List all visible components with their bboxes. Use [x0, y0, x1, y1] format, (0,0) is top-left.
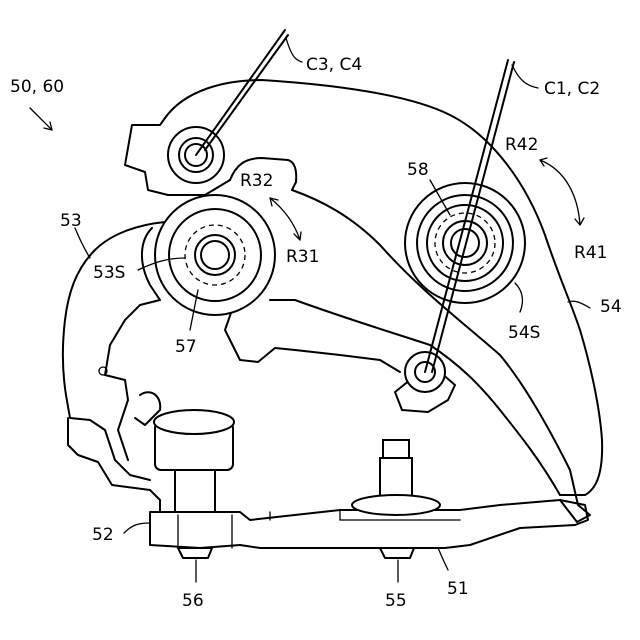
- foot-55: [380, 548, 414, 558]
- label-r41: R41: [574, 243, 607, 263]
- leader-c1c2: [512, 65, 538, 88]
- label-c1c2: C1, C2: [544, 79, 600, 99]
- roller-56-top: [154, 410, 234, 434]
- post-56-stem: [175, 470, 215, 512]
- post-55-base: [352, 495, 440, 515]
- rod-c3c4: [196, 30, 285, 155]
- gear-57-outer: [155, 195, 275, 315]
- gear-58-outer: [405, 183, 525, 303]
- rod-c3c4-b: [205, 35, 288, 150]
- label-r31: R31: [286, 247, 319, 267]
- leader-50-60: [30, 108, 52, 130]
- label-57: 57: [175, 337, 197, 357]
- label-r42: R42: [505, 135, 538, 155]
- bracket-52: [68, 418, 160, 512]
- post-55-top: [383, 440, 409, 458]
- label-55: 55: [385, 591, 407, 611]
- arm-53-outline: [63, 222, 165, 480]
- label-53: 53: [60, 211, 82, 231]
- leader-54s: [515, 283, 522, 312]
- label-53s: 53S: [93, 263, 125, 283]
- label-54s: 54S: [508, 323, 540, 343]
- label-r32: R32: [240, 171, 273, 191]
- arrow-r41-r42: [540, 160, 580, 225]
- label-54: 54: [600, 297, 622, 317]
- leader-52: [124, 523, 150, 533]
- base-plate-inner: [178, 510, 460, 548]
- label-c3c4: C3, C4: [306, 55, 362, 75]
- label-52: 52: [92, 525, 114, 545]
- leader-53: [75, 228, 90, 258]
- leader-c3c4: [286, 38, 302, 62]
- arrow-r31-r32: [270, 198, 300, 240]
- leader-51: [438, 548, 448, 570]
- label-58: 58: [407, 160, 429, 180]
- label-assembly: 50, 60: [10, 77, 64, 97]
- foot-56: [178, 548, 212, 558]
- label-51: 51: [447, 579, 469, 599]
- label-56: 56: [182, 591, 204, 611]
